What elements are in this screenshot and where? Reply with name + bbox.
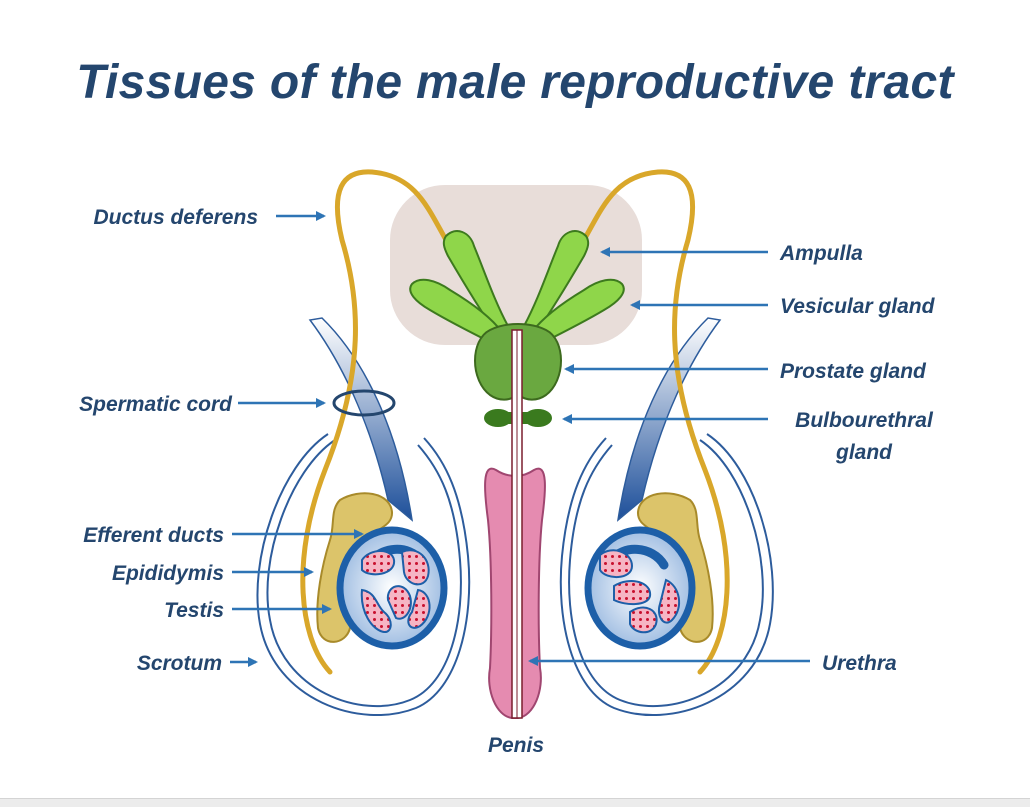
label-scrotum: Scrotum (137, 652, 222, 675)
testis-shape (336, 526, 696, 650)
label-epididymis: Epididymis (112, 562, 224, 585)
label-ampulla: Ampulla (779, 242, 863, 265)
arrows (230, 211, 810, 667)
label-bulbourethral-line2: gland (835, 441, 893, 464)
label-testis: Testis (164, 599, 224, 622)
spermatic-cord-ring (332, 389, 396, 417)
label-ductus-deferens: Ductus deferens (93, 206, 258, 229)
label-prostate-gland: Prostate gland (780, 360, 927, 383)
label-efferent-ducts: Efferent ducts (83, 524, 224, 547)
scrotum-shape (256, 433, 774, 716)
label-vesicular-gland: Vesicular gland (780, 295, 936, 318)
page-title: Tissues of the male reproductive tract (76, 56, 954, 109)
ductus-deferens-shape (300, 169, 730, 675)
label-spermatic-cord: Spermatic cord (79, 393, 233, 416)
urethra-shape (511, 329, 523, 719)
label-urethra: Urethra (822, 652, 897, 675)
label-bulbourethral-line1: Bulbourethral (795, 409, 934, 432)
label-penis: Penis (488, 734, 544, 757)
bottom-rule (0, 798, 1030, 807)
